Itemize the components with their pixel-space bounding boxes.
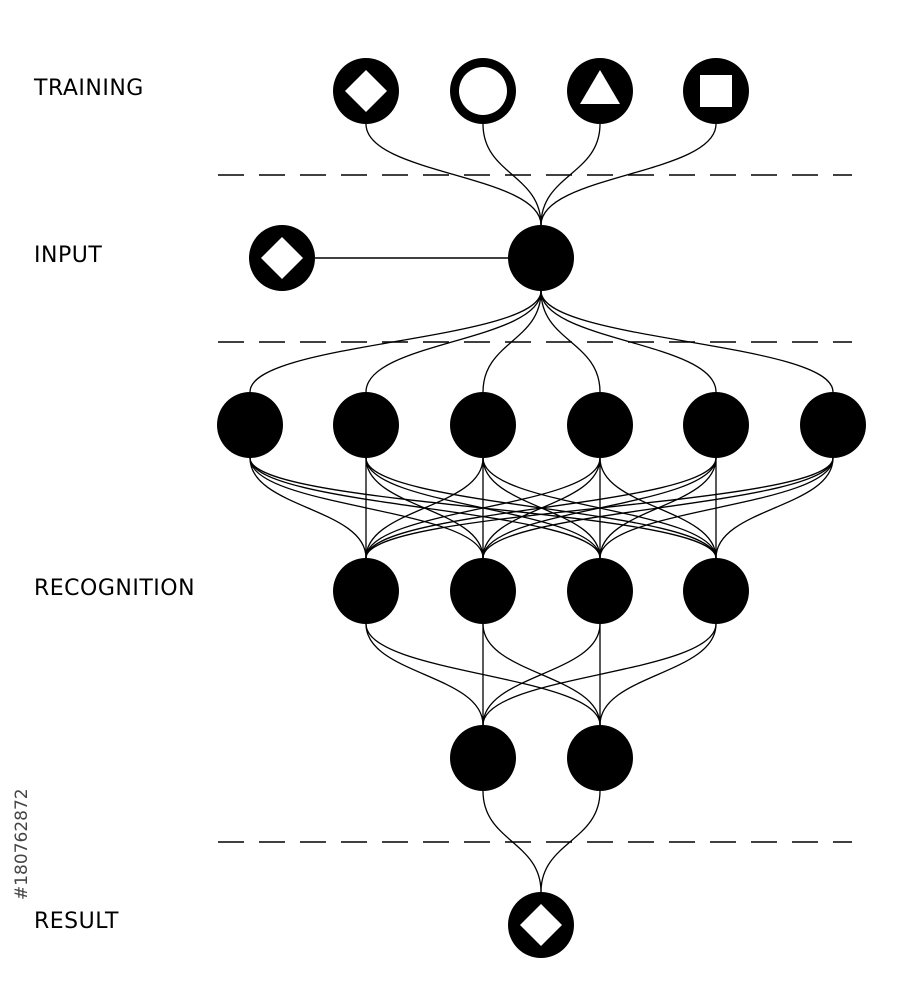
training-circle-node [450,58,516,124]
edge-hub-l1-4 [540,290,601,393]
edge-l2-3-l3-1 [482,623,601,726]
triangle-icon [580,70,620,104]
training-square-node [683,58,749,124]
edge-l2-4-l3-1 [482,623,717,726]
connections [249,123,834,893]
edge-l1-6-l2-3 [599,457,834,559]
edge-l1-6-l2-1 [365,457,834,559]
layer3-node-2 [567,725,633,791]
edge-l3-result-1 [482,790,542,893]
label-input: INPUT [34,243,103,268]
label-training: TRAINING [34,76,144,101]
separators [218,174,852,843]
edge-training-4 [540,123,717,226]
label-result: RESULT [34,909,119,934]
layer1-node-5 [683,392,749,458]
diamond-icon [520,904,562,946]
layer2-node-4 [683,558,749,624]
diamond-icon [345,70,387,112]
edge-hub-l1-2 [365,290,542,393]
layer1-node-3 [450,392,516,458]
edge-l2-1-l3-1 [365,623,484,726]
edge-hub-l1-5 [540,290,717,393]
edge-l1-1-l2-1 [249,457,367,559]
edge-l1-5-l2-1 [365,457,717,559]
training-triangle-node [567,58,633,124]
ring-icon [459,67,507,115]
nodes [217,58,866,958]
input-hub-node [508,225,574,291]
edge-l1-6-l2-2 [482,457,834,559]
edge-l3-result-2 [540,790,601,893]
training-diamond-node [333,58,399,124]
layer2-node-3 [567,558,633,624]
square-icon [700,75,732,107]
edge-training-1 [365,123,542,226]
layer1-node-6 [800,392,866,458]
diamond-icon [261,237,303,279]
edge-l1-4-l2-1 [365,457,601,559]
edge-hub-l1-1 [249,290,542,393]
layer1-node-2 [333,392,399,458]
edge-l1-3-l2-1 [365,457,484,559]
edge-hub-l1-3 [482,290,542,393]
layer2-node-2 [450,558,516,624]
layer1-node-1 [217,392,283,458]
edge-l2-4-l3-2 [599,623,717,726]
input-sample-node [249,225,315,291]
edge-training-2 [482,123,542,226]
edge-training-3 [540,123,601,226]
watermark-id: #180762872 [12,788,32,900]
edge-hub-l1-6 [540,290,834,393]
edge-l1-6-l2-4 [715,457,834,559]
layer3-node-1 [450,725,516,791]
result-node [508,892,574,958]
layer1-node-4 [567,392,633,458]
layer2-node-1 [333,558,399,624]
label-recognition: RECOGNITION [34,576,196,601]
